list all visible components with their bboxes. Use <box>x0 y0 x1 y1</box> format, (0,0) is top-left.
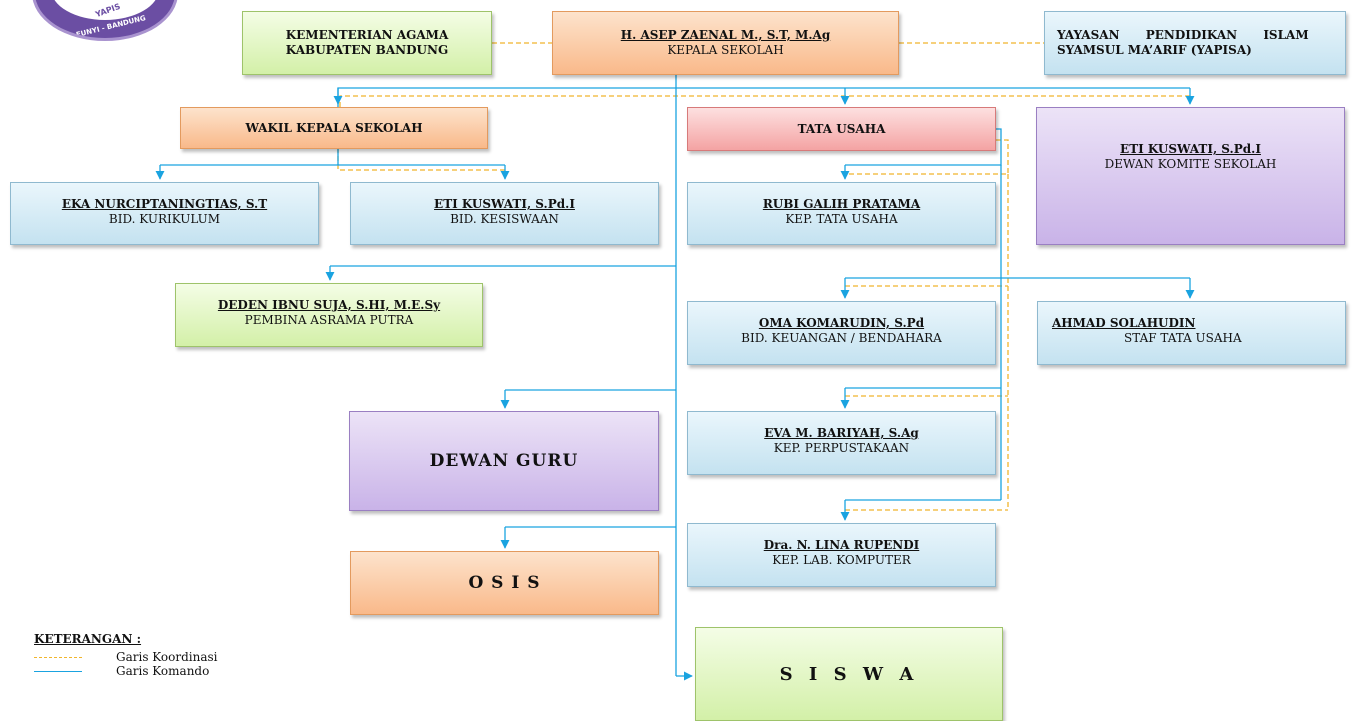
node-kep-lab-komputer: Dra. N. LINA RUPENDI KEP. LAB. KOMPUTER <box>687 523 996 587</box>
kepsek-role: KEPALA SEKOLAH <box>667 43 784 57</box>
node-wakil-kepala-sekolah: WAKIL KEPALA SEKOLAH <box>180 107 488 149</box>
command-line-swatch <box>34 670 82 672</box>
school-logo: YAPIS CILEUNYI - BANDUNG <box>32 0 178 41</box>
asrama-name: DEDEN IBNU SUJA, S.HI, M.E.Sy <box>217 298 441 312</box>
node-kemenag: KEMENTERIAN AGAMA KABUPATEN BANDUNG <box>242 11 492 75</box>
legend-command-label: Garis Komando <box>116 664 210 678</box>
node-kep-tata-usaha: RUBI GALIH PRATAMA KEP. TATA USAHA <box>687 182 996 245</box>
kep-tu-role: KEP. TATA USAHA <box>785 212 898 226</box>
kemenag-line1: KEMENTERIAN AGAMA <box>285 28 449 42</box>
node-bid-kurikulum: EKA NURCIPTANINGTIAS, S.T BID. KURIKULUM <box>10 182 319 245</box>
node-siswa: S I S W A <box>695 627 1003 721</box>
kepsek-name: H. ASEP ZAENAL M., S.T, M.Ag <box>620 28 831 42</box>
bendahara-name: OMA KOMARUDIN, S.Pd <box>758 316 925 330</box>
node-kepala-sekolah: H. ASEP ZAENAL M., S.T, M.Ag KEPALA SEKO… <box>552 11 899 75</box>
staf-tu-role: STAF TATA USAHA <box>1124 331 1242 345</box>
komite-role: DEWAN KOMITE SEKOLAH <box>1104 157 1277 171</box>
asrama-role: PEMBINA ASRAMA PUTRA <box>244 313 414 327</box>
kurikulum-role: BID. KURIKULUM <box>108 212 221 226</box>
command-lines <box>155 75 1195 681</box>
lab-name: Dra. N. LINA RUPENDI <box>763 538 920 552</box>
tata-usaha-label: TATA USAHA <box>797 121 886 136</box>
kurikulum-name: EKA NURCIPTANINGTIAS, S.T <box>61 197 268 211</box>
yayasan-line2: SYAMSUL MA’ARIF (YAPISA) <box>1057 43 1252 57</box>
legend: KETERANGAN : Garis Koordinasi Garis Koma… <box>34 632 218 678</box>
osis-label: O S I S <box>468 572 541 593</box>
staf-tu-name: AHMAD SOLAHUDIN <box>1052 316 1196 330</box>
legend-row-command: Garis Komando <box>34 664 218 678</box>
node-staf-tata-usaha: AHMAD SOLAHUDIN STAF TATA USAHA <box>1037 301 1346 365</box>
kep-tu-name: RUBI GALIH PRATAMA <box>762 197 921 211</box>
node-bendahara: OMA KOMARUDIN, S.Pd BID. KEUANGAN / BEND… <box>687 301 996 365</box>
wakasek-label: WAKIL KEPALA SEKOLAH <box>245 120 423 135</box>
lab-role: KEP. LAB. KOMPUTER <box>772 553 911 567</box>
node-dewan-komite: ETI KUSWATI, S.Pd.I DEWAN KOMITE SEKOLAH <box>1036 107 1345 245</box>
perpustakaan-name: EVA M. BARIYAH, S.Ag <box>764 426 919 440</box>
kesiswaan-role: BID. KESISWAAN <box>450 212 559 226</box>
bendahara-role: BID. KEUANGAN / BENDAHARA <box>741 331 942 345</box>
komite-name: ETI KUSWATI, S.Pd.I <box>1120 142 1261 156</box>
legend-row-coordination: Garis Koordinasi <box>34 650 218 664</box>
kemenag-line2: KABUPATEN BANDUNG <box>285 43 449 57</box>
node-bid-kesiswaan: ETI KUSWATI, S.Pd.I BID. KESISWAAN <box>350 182 659 245</box>
node-tata-usaha: TATA USAHA <box>687 107 996 151</box>
siswa-label: S I S W A <box>779 663 919 685</box>
coordination-line-swatch <box>34 656 82 658</box>
legend-coordination-label: Garis Koordinasi <box>116 650 218 664</box>
yayasan-line1: YAYASAN PENDIDIKAN ISLAM <box>1057 28 1309 42</box>
legend-title: KETERANGAN : <box>34 632 142 646</box>
perpustakaan-role: KEP. PERPUSTAKAAN <box>773 441 910 455</box>
node-pembina-asrama: DEDEN IBNU SUJA, S.HI, M.E.Sy PEMBINA AS… <box>175 283 483 347</box>
dewan-guru-label: DEWAN GURU <box>429 450 579 471</box>
kesiswaan-name: ETI KUSWATI, S.Pd.I <box>434 197 575 211</box>
node-dewan-guru: DEWAN GURU <box>349 411 659 511</box>
node-yayasan: YAYASAN PENDIDIKAN ISLAM SYAMSUL MA’ARIF… <box>1044 11 1346 75</box>
node-kep-perpustakaan: EVA M. BARIYAH, S.Ag KEP. PERPUSTAKAAN <box>687 411 996 475</box>
node-osis: O S I S <box>350 551 659 615</box>
